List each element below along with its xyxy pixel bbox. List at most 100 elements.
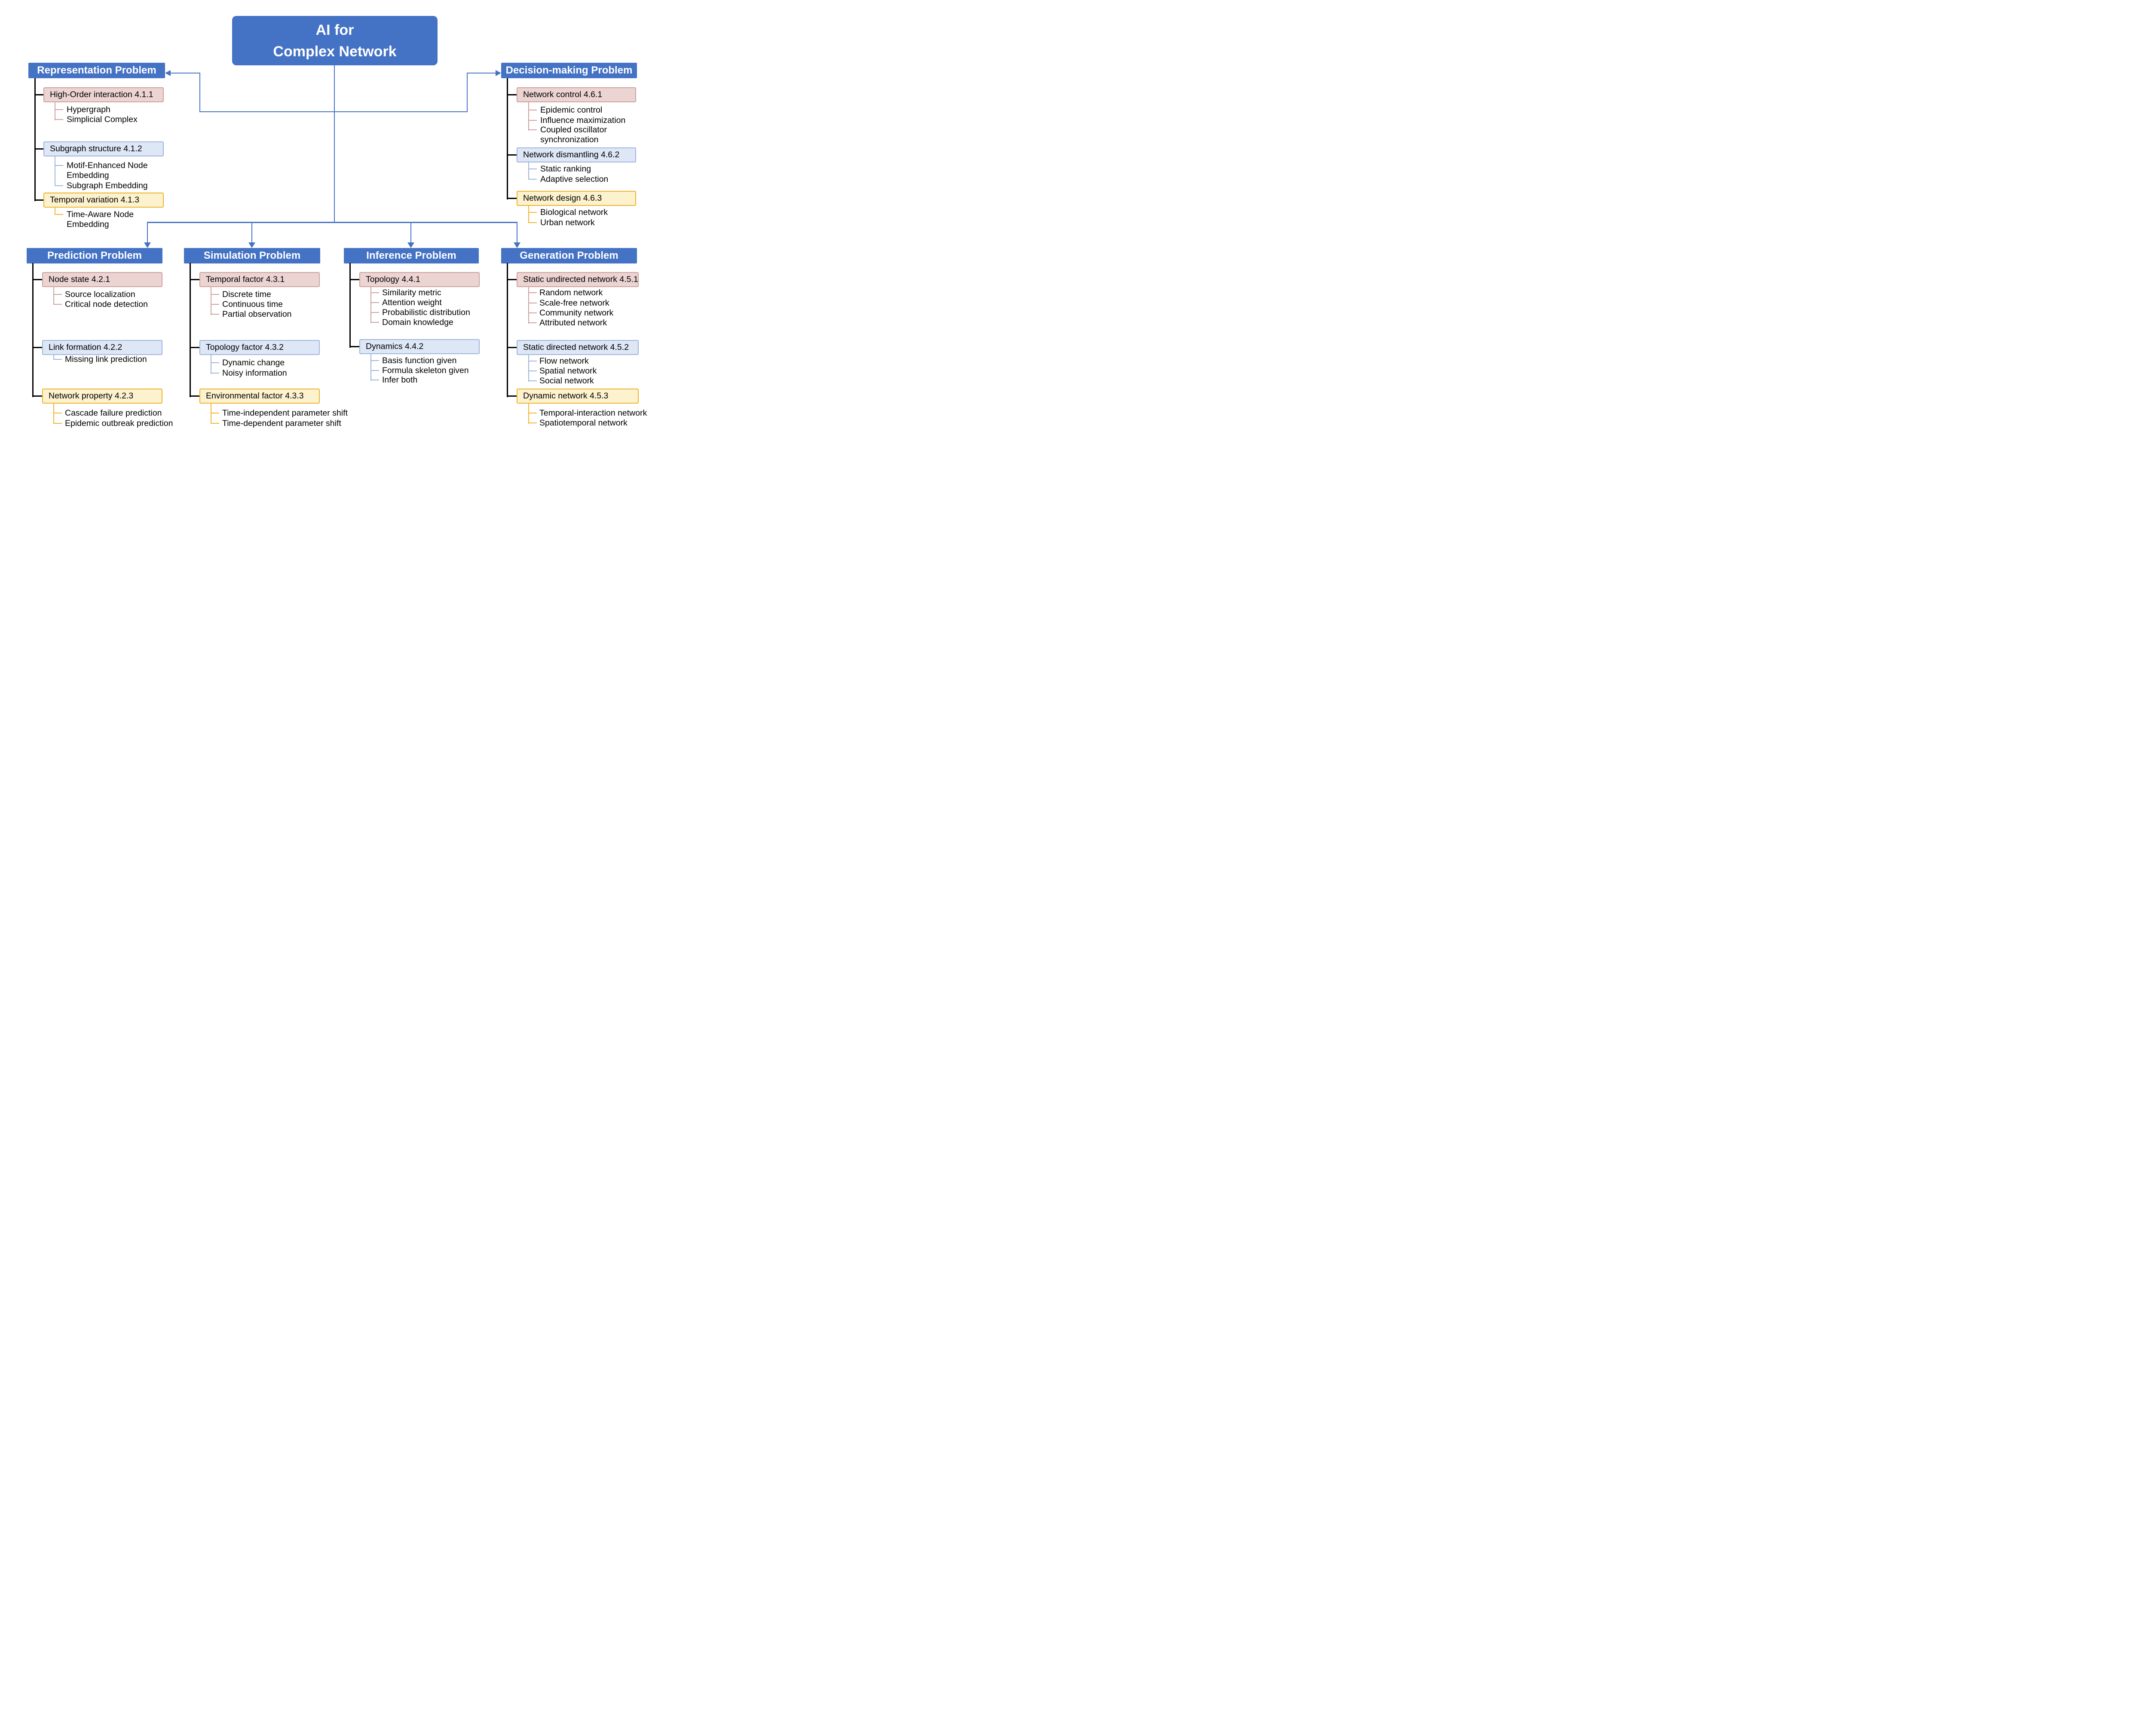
leaf-item: Random network [539,288,603,297]
leaf-item: Domain knowledge [382,318,453,327]
connector-line [55,119,63,120]
connector-line [190,347,199,348]
leaf-item: Formula skeleton given [382,366,469,375]
connector-line [53,287,54,305]
connector-line [528,287,529,324]
connector-line [528,380,537,381]
connector-line [507,154,517,156]
leaf-item: Scale-free network [539,298,609,308]
leaf-item: Attention weight [382,298,442,307]
leaf-item: Partial observation [222,309,292,319]
connector-line [507,78,508,199]
leaf-item: Influence maximization [540,116,626,125]
connector-line [34,78,36,201]
connector-line [528,322,537,323]
connector-line [370,287,371,323]
connector-line [211,423,219,424]
connector-line [507,279,517,280]
connector-line [53,404,54,424]
leaf-item: Adaptive selection [540,175,609,184]
connector-line [528,102,529,131]
section-header-inference: Inference Problem [344,248,479,263]
leaf-item: Urban network [540,218,595,227]
leaf-item: Static ranking [540,164,591,174]
topic-box-link-formation: Link formation 4.2.2 [42,340,162,355]
connector-line [34,148,43,150]
section-header-generation: Generation Problem [501,248,637,263]
leaf-item: Time-Aware Node Embedding [67,210,134,229]
topic-box-topology: Topology 4.4.1 [359,272,480,287]
connector-line [507,395,517,397]
connector-line [211,373,219,374]
arrowhead-into-simulation [248,242,255,248]
leaf-item: Source localization [65,290,135,299]
topic-box-high-order-interaction: High-Order interaction 4.1.1 [43,87,164,102]
connector-line [53,423,62,424]
leaf-item: Time-dependent parameter shift [222,419,341,428]
connector-line [34,94,43,95]
topic-box-network-dismantling: Network dismantling 4.6.2 [517,147,636,162]
section-header-simulation: Simulation Problem [184,248,320,263]
connector-line [528,312,537,313]
connector-line [528,292,537,293]
connector-line [370,322,379,323]
topic-box-node-state: Node state 4.2.1 [42,272,162,287]
connector-line [370,302,379,303]
leaf-item: Discrete time [222,290,271,299]
connector-line [528,355,529,382]
arrowhead-into-inference [407,242,414,248]
leaf-item: Missing link prediction [65,355,147,364]
connector-line [528,404,529,424]
topic-box-static-directed-network: Static directed network 4.5.2 [517,340,639,355]
root-title-line2: Complex Network [273,43,397,60]
leaf-item: Community network [539,308,614,318]
connector-line [334,65,335,222]
connector-line [528,162,529,180]
connector-line [53,294,62,295]
topic-box-temporal-variation: Temporal variation 4.1.3 [43,193,164,208]
connector-line [211,304,219,305]
topic-box-network-property: Network property 4.2.3 [42,389,162,404]
connector-line [147,222,517,223]
connector-line [34,199,43,201]
connector-line [370,354,371,381]
connector-line [55,165,63,166]
section-header-prediction: Prediction Problem [27,248,162,263]
connector-line [507,347,517,348]
leaf-item: Coupled oscillator synchronization [540,125,607,144]
arrowhead-into-prediction [144,242,151,248]
connector-line [507,94,517,95]
connector-line [528,206,529,223]
leaf-item: Spatiotemporal network [539,418,628,428]
leaf-item: Social network [539,376,594,386]
connector-line [528,212,537,213]
leaf-item: Biological network [540,208,608,217]
connector-line [528,120,537,121]
connector-line [467,73,468,112]
connector-line [370,360,379,361]
connector-line [199,111,468,112]
topic-box-dynamics: Dynamics 4.4.2 [359,339,480,354]
leaf-item: Flow network [539,356,589,366]
connector-line [507,198,517,199]
leaf-item: Motif-Enhanced Node Embedding [67,161,148,180]
connector-line [528,168,537,169]
topic-box-network-control: Network control 4.6.1 [517,87,636,102]
connector-line [251,223,252,243]
connector-line [55,185,63,186]
leaf-item: Critical node detection [65,300,148,309]
topic-box-network-design: Network design 4.6.3 [517,191,636,206]
taxonomy-diagram: AI for Complex Network Representation Pr… [0,0,667,433]
connector-line [190,395,199,397]
leaf-item: Dynamic change [222,358,285,367]
root-title-line1: AI for [315,21,354,38]
connector-line [199,73,200,112]
connector-line [32,279,42,280]
topic-box-subgraph-structure: Subgraph structure 4.1.2 [43,141,164,156]
leaf-item: Spatial network [539,366,597,376]
connector-line [528,222,537,223]
arrowhead-into-decision-making [496,70,501,76]
connector-line [528,179,537,180]
topic-box-temporal-factor: Temporal factor 4.3.1 [199,272,320,287]
connector-line [190,263,191,397]
